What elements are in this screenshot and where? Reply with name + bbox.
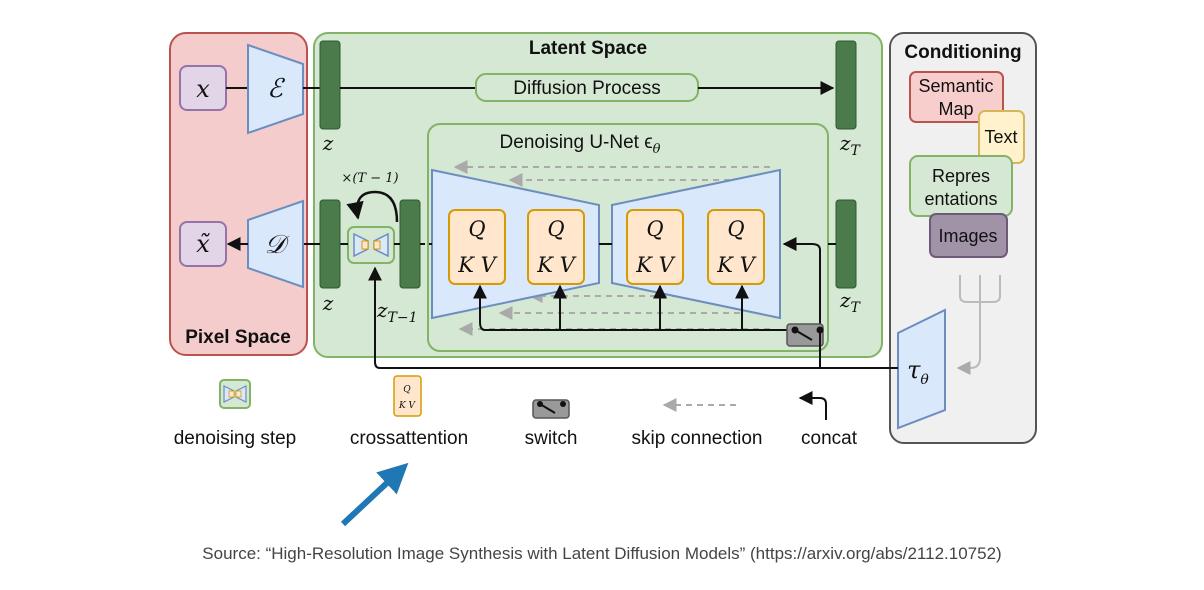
svg-text:τθ: τθ [907, 356, 929, 388]
crossattention-block: Q K V [626, 209, 684, 285]
svg-text:Repres: Repres [932, 166, 990, 186]
unet-zT-label: zT [839, 288, 862, 316]
svg-text:Q: Q [403, 385, 411, 395]
encoder: ℰ [247, 43, 304, 135]
legend-denoising-step-label: denoising step [174, 428, 297, 449]
svg-text:Text: Text [984, 127, 1017, 147]
diffusion-process-box: Diffusion Process [475, 73, 699, 102]
latent-zT1-bar [399, 199, 421, 289]
images-item: Images [929, 213, 1008, 258]
unet-title: Denoising U-Net ϵθ [500, 132, 661, 157]
latent-z-bar [319, 40, 341, 130]
latent-z-out-bar [319, 199, 341, 289]
latent-zT-label: zT [839, 131, 862, 159]
switch [786, 323, 824, 347]
svg-text:K V: K V [635, 253, 675, 277]
ldm-diagram: Pixel Space Latent Space Conditioning x … [169, 32, 1037, 527]
representations-item: Repres entations [909, 155, 1013, 217]
svg-text:K V: K V [398, 401, 417, 411]
semantic-map-item: Semantic Map [909, 71, 1004, 123]
svg-text:K V: K V [457, 253, 497, 277]
legend-concat-icon [798, 391, 827, 420]
output-x-tilde: x̃ [179, 221, 227, 267]
svg-text:Map: Map [938, 99, 973, 119]
source-caption: Source: “High-Resolution Image Synthesis… [202, 544, 1002, 563]
denoising-step-block [347, 226, 395, 264]
text-item: Text [978, 110, 1025, 164]
repeat-label: ×(T − 1) [341, 171, 398, 186]
svg-text:x: x [196, 75, 210, 103]
legend-crossattention-label: crossattention [350, 428, 468, 449]
legend: denoising step Q K V crossattention swit… [174, 375, 858, 449]
latent-space-label: Latent Space [529, 38, 647, 59]
legend-denoising-step-icon [219, 379, 251, 409]
repeat-loop-arrow [346, 190, 399, 223]
svg-text:K V: K V [536, 253, 576, 277]
tau-theta-encoder: τθ [897, 308, 946, 430]
latent-z-label: z [322, 131, 334, 155]
crossattention-block: Q K V [707, 209, 765, 285]
svg-text:Images: Images [938, 226, 997, 246]
conditioning-label: Conditioning [904, 42, 1021, 63]
svg-text:K V: K V [716, 253, 756, 277]
highlight-arrow [340, 462, 409, 527]
legend-crossattention-icon: Q K V [393, 375, 422, 417]
decoder: 𝒟 [247, 199, 304, 289]
svg-text:Q: Q [547, 217, 564, 241]
conditioning-merge-lines [956, 275, 1001, 375]
latent-zT1-label: zT−1 [376, 298, 418, 326]
legend-concat-label: concat [801, 428, 858, 449]
svg-text:Q: Q [646, 217, 663, 241]
unet-zT-bar [835, 199, 857, 289]
tau-to-denoising-line [368, 266, 898, 369]
legend-skip-connection-label: skip connection [632, 428, 763, 449]
pixel-space-label: Pixel Space [185, 327, 291, 348]
svg-text:Q: Q [727, 217, 744, 241]
svg-text:Diffusion Process: Diffusion Process [513, 78, 661, 99]
conditioning-routes [473, 237, 821, 331]
svg-text:Semantic: Semantic [918, 76, 993, 96]
crossattention-block: Q K V [448, 209, 506, 285]
crossattention-block: Q K V [527, 209, 585, 285]
input-x: x [179, 65, 227, 111]
svg-text:entations: entations [924, 189, 997, 209]
svg-text:Q: Q [468, 217, 485, 241]
legend-switch-label: switch [525, 428, 578, 449]
latent-zT-bar [835, 40, 857, 130]
legend-switch-icon [532, 399, 570, 419]
svg-text:x̃: x̃ [196, 230, 210, 258]
latent-z-out-label: z [322, 291, 334, 315]
svg-text:ℰ: ℰ [267, 74, 285, 104]
